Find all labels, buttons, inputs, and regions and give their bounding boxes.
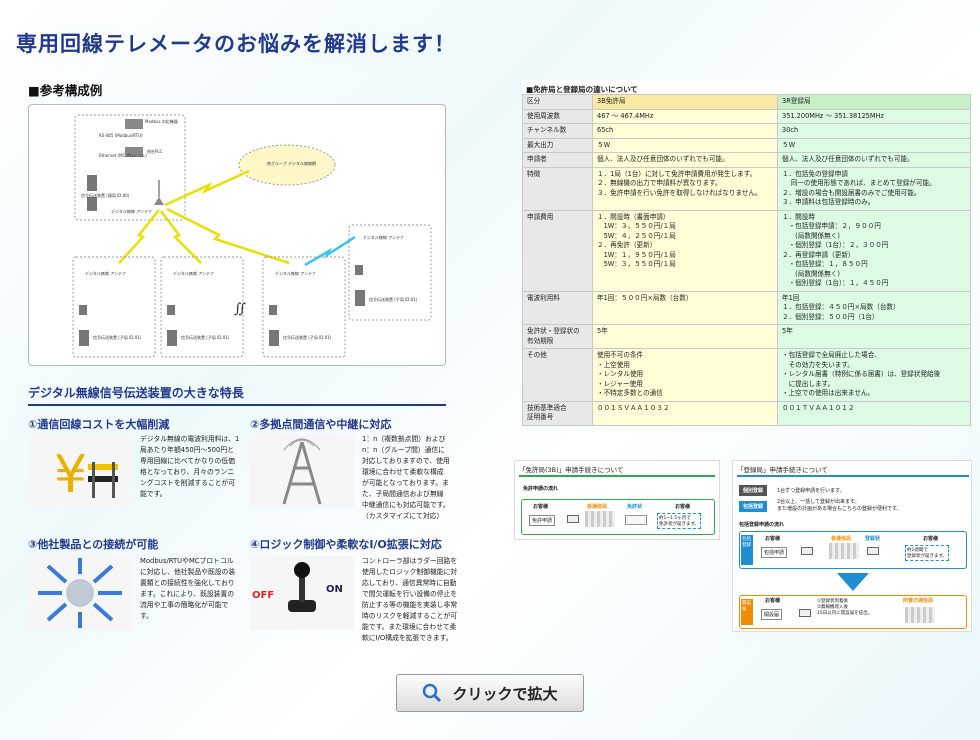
- label-plc: 他社PLC: [147, 149, 163, 154]
- label-master: 信号伝送装置 (親局 ID:00): [81, 193, 130, 198]
- svg-text:¥: ¥: [54, 445, 87, 505]
- license-cell: 467 ～ 467.4MHz: [592, 108, 778, 124]
- license-cell: 5年: [592, 324, 778, 349]
- yen-barrier-icon: ¥: [28, 434, 132, 508]
- license-cell: ００１ＳＶＡＡ１０３２: [592, 400, 778, 426]
- label-remote2: デジタル無線 アンテナ: [173, 271, 215, 276]
- register-cell: 3R登録局: [777, 94, 971, 110]
- label-remote2-dev: 信号伝送装置 (子局 ID:01): [181, 335, 230, 340]
- label-cloud: 他グループ デジタル無線網: [267, 161, 316, 166]
- label-remote1: デジタル無線 アンテナ: [85, 271, 127, 276]
- label-remote4-dev: 信号伝送装置 (子局 ID:01): [369, 297, 418, 302]
- feature-3-body: Modbus/RTUやMCプロトコルに対応し、他社製品や既設の装置類との接続性を…: [140, 557, 236, 620]
- label-remote3-dev: 信号伝送装置 (子局 ID:01): [283, 335, 332, 340]
- comparison-label-cell: 技術基準適合 証明番号: [522, 400, 593, 426]
- feature-1-body: デジタル無線の電波利用料は、1局あたり年額450円～500円と専用回線に比べてか…: [140, 435, 240, 498]
- enlarge-button[interactable]: クリックで拡大: [396, 674, 584, 712]
- register-cell: 年1回 １．包括登録：４５０円×局数（台数） ２．個別登録：５００円（1台）: [777, 290, 971, 325]
- comparison-label-cell: 申請費用: [522, 209, 593, 292]
- register-cell: １．包括免の登録申請 同一の使用形態であれば、まとめて登録が可能。 ２．増設の場…: [777, 166, 971, 211]
- comparison-row: その他使用不可の条件 ・上空使用 ・レンタル使用 ・レジャー使用 ・不特定多数と…: [522, 348, 971, 402]
- label-remote3: デジタル無線 アンテナ: [275, 271, 317, 276]
- license-cell: 個人、法人及び任意団体のいずれでも可能。: [592, 152, 778, 168]
- label-modbus: Modbus 対応機器: [145, 119, 178, 124]
- feature-4-body: コントローラ部はラダー回路を使用したロジック制御機能に対応しており、通信異常時に…: [362, 557, 458, 642]
- register-cell: ・包括登録で全局廃止した場合、 その効力を失います。 ・レンタル届書（特例に係る…: [777, 348, 971, 402]
- comparison-label-cell: 免許状・登録状の 有効期限: [522, 324, 593, 349]
- tower-icon: [250, 434, 354, 508]
- license-cell: １．開設時（書面申請） 1W：３，５５０円/１局 5W：４，２５０円/１局 ２．…: [592, 209, 778, 292]
- license-procedure: 「免許局(3B)」申請手続きについて 免許申請の流れ お客様 免許申請 各通信局…: [514, 460, 720, 540]
- register-cell: ５W: [777, 137, 971, 153]
- comparison-row: 申請者個人、法人及び任意団体のいずれでも可能。個人、法人及び任意団体のいずれでも…: [522, 152, 971, 168]
- comparison-label-cell: 特徴: [522, 166, 593, 211]
- page-title: 専用回線テレメータのお悩みを解消します！: [16, 32, 456, 56]
- license-cell: １．1局（1台）に対して免許申請費用が発生します。 ２．無線機の出力で申請料が異…: [592, 166, 778, 211]
- feature-2-body: 1：n（複数拠点間）および n：n（グループ間）通信に対応しておりますので、使用…: [362, 435, 450, 520]
- license-cell: 3B免許局: [592, 94, 778, 110]
- registration-procedure: 「登録局」申請手続きについて 個別登録 1台ずつ登録申請を行います。 包括登録 …: [732, 460, 972, 632]
- enlarge-button-label: クリックで拡大: [452, 684, 558, 703]
- plc-icon: [125, 147, 143, 157]
- comparison-heading: ■免許局と登録局の違いについて: [526, 85, 638, 94]
- license-cell: 使用不可の条件 ・上空使用 ・レンタル使用 ・レジャー使用 ・不特定多数との通信: [592, 348, 778, 402]
- network-diagram-svg: ∬: [72, 114, 432, 358]
- feature-3-title: ③他社製品との接続が可能: [28, 538, 159, 551]
- license-cell: 65ch: [592, 123, 778, 139]
- label-remote1-dev: 信号伝送装置 (子局 ID:01): [93, 335, 142, 340]
- features-heading: デジタル無線信号伝送装置の大きな特長: [28, 384, 446, 406]
- register-cell: １．開設時 ・包括登録申請：２，９００円 (局数関係無く) ・個別登録（1台）：…: [777, 209, 971, 292]
- diagram-heading: ■参考構成例: [28, 83, 103, 98]
- register-cell: 30ch: [777, 123, 971, 139]
- joystick-icon: OFF ON: [250, 556, 354, 630]
- register-cell: 351.200MHz ～ 351.38125MHz: [777, 108, 971, 124]
- master-transmitter-icon: [87, 175, 97, 191]
- comparison-row: 電波利用料年1回：５００円×局数（台数）年1回 １．包括登録：４５０円×局数（台…: [522, 290, 971, 325]
- label-ethernet: Ethernet (MCプロトコル): [99, 153, 147, 158]
- label-rs485: RS-485 (Modbus/RTU): [99, 133, 143, 138]
- magnifier-icon: [423, 683, 442, 703]
- license-cell: ５W: [592, 137, 778, 153]
- comparison-label-cell: 電波利用料: [522, 290, 593, 325]
- mail-icon: [567, 515, 579, 523]
- comparison-label-cell: 申請者: [522, 152, 593, 168]
- label-remote4: デジタル無線 アンテナ: [363, 235, 405, 240]
- wave-symbol: ∬: [234, 301, 246, 317]
- register-cell: ００１ＴＶＡＡ１０１２: [777, 400, 971, 426]
- register-cell: 5年: [777, 324, 971, 349]
- comparison-label-cell: 最大出力: [522, 137, 593, 153]
- configuration-diagram[interactable]: ∬ Modbus 対応機器 RS-485 (Modbus/RTU) Ethern…: [28, 104, 446, 366]
- feature-1-title: ①通信回線コストを大幅削減: [28, 418, 170, 431]
- connection-arrows-icon: [28, 556, 132, 630]
- comparison-label-cell: チャンネル数: [522, 123, 593, 139]
- modbus-device-icon: [125, 119, 143, 129]
- label-antenna: デジタル無線 アンテナ: [111, 209, 153, 214]
- register-cell: 個人、法人及び任意団体のいずれでも可能。: [777, 152, 971, 168]
- feature-4-title: ④ロジック制御や柔軟なI/O拡張に対応: [250, 538, 442, 551]
- comparison-label-cell: 区分: [522, 94, 593, 110]
- comparison-label-cell: その他: [522, 348, 593, 402]
- license-cell: 年1回：５００円×局数（台数）: [592, 290, 778, 325]
- feature-2-title: ②多拠点間通信や中継に対応: [250, 418, 392, 431]
- cloud-network-icon: [238, 144, 336, 186]
- master-modem-icon: [87, 197, 97, 211]
- comparison-label-cell: 使用周波数: [522, 108, 593, 124]
